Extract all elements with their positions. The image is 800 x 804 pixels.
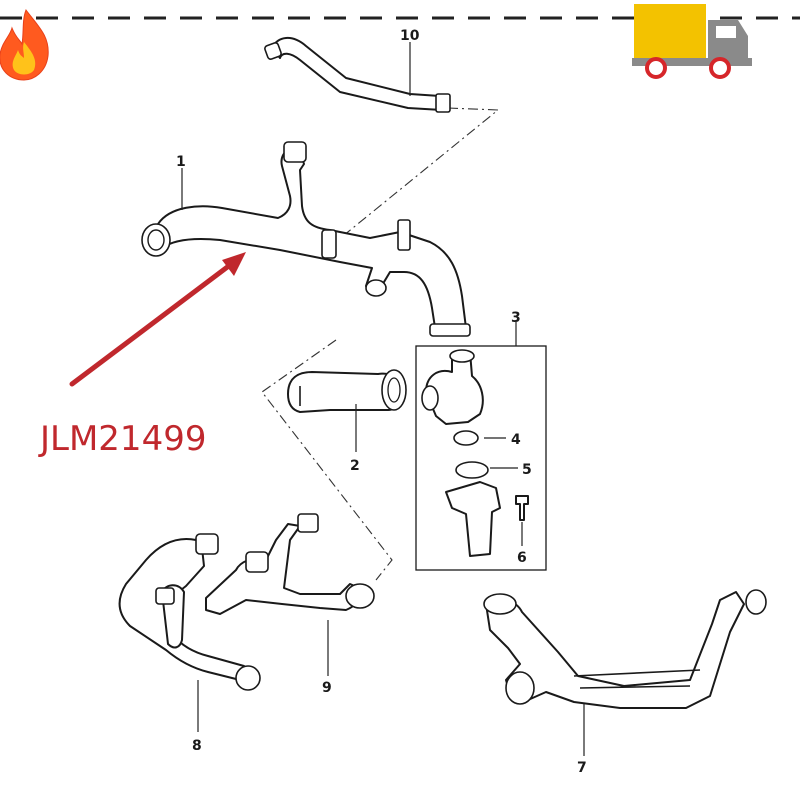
part-number-label: JLM21499 [38, 419, 206, 459]
arrow-icon [69, 252, 246, 387]
part-3-housing [445, 481, 501, 557]
callout-5: 5 [522, 462, 532, 478]
part-5-ring [455, 461, 489, 479]
truck-icon [632, 4, 752, 79]
part-4-seal [453, 430, 479, 446]
callout-7: 7 [577, 760, 587, 776]
assembly-box [415, 345, 547, 571]
truck-cargo [634, 4, 706, 58]
link-line-2-9 [261, 339, 393, 581]
part-1-hose [141, 141, 471, 337]
part-2-hose [287, 369, 407, 452]
truck-cab [708, 20, 748, 58]
part-8-hose [118, 533, 261, 732]
callout-1: 1 [176, 154, 186, 170]
part-9-hose [205, 513, 375, 676]
callout-9: 9 [322, 680, 332, 696]
callout-2: 2 [350, 458, 360, 474]
part-3-assembly [415, 322, 547, 571]
callout-10: 10 [400, 28, 420, 44]
link-line-10 [337, 107, 500, 241]
truck-wheel-front [709, 57, 731, 79]
part-7-hose [483, 589, 767, 756]
fire-icon [0, 8, 49, 81]
part-6-bolt [515, 495, 529, 521]
callout-3: 3 [511, 310, 521, 326]
callout-6: 6 [517, 550, 527, 566]
part-10-hose [264, 37, 451, 113]
callout-4: 4 [511, 432, 521, 448]
callout-8: 8 [192, 738, 202, 754]
truck-wheel-rear [645, 57, 667, 79]
